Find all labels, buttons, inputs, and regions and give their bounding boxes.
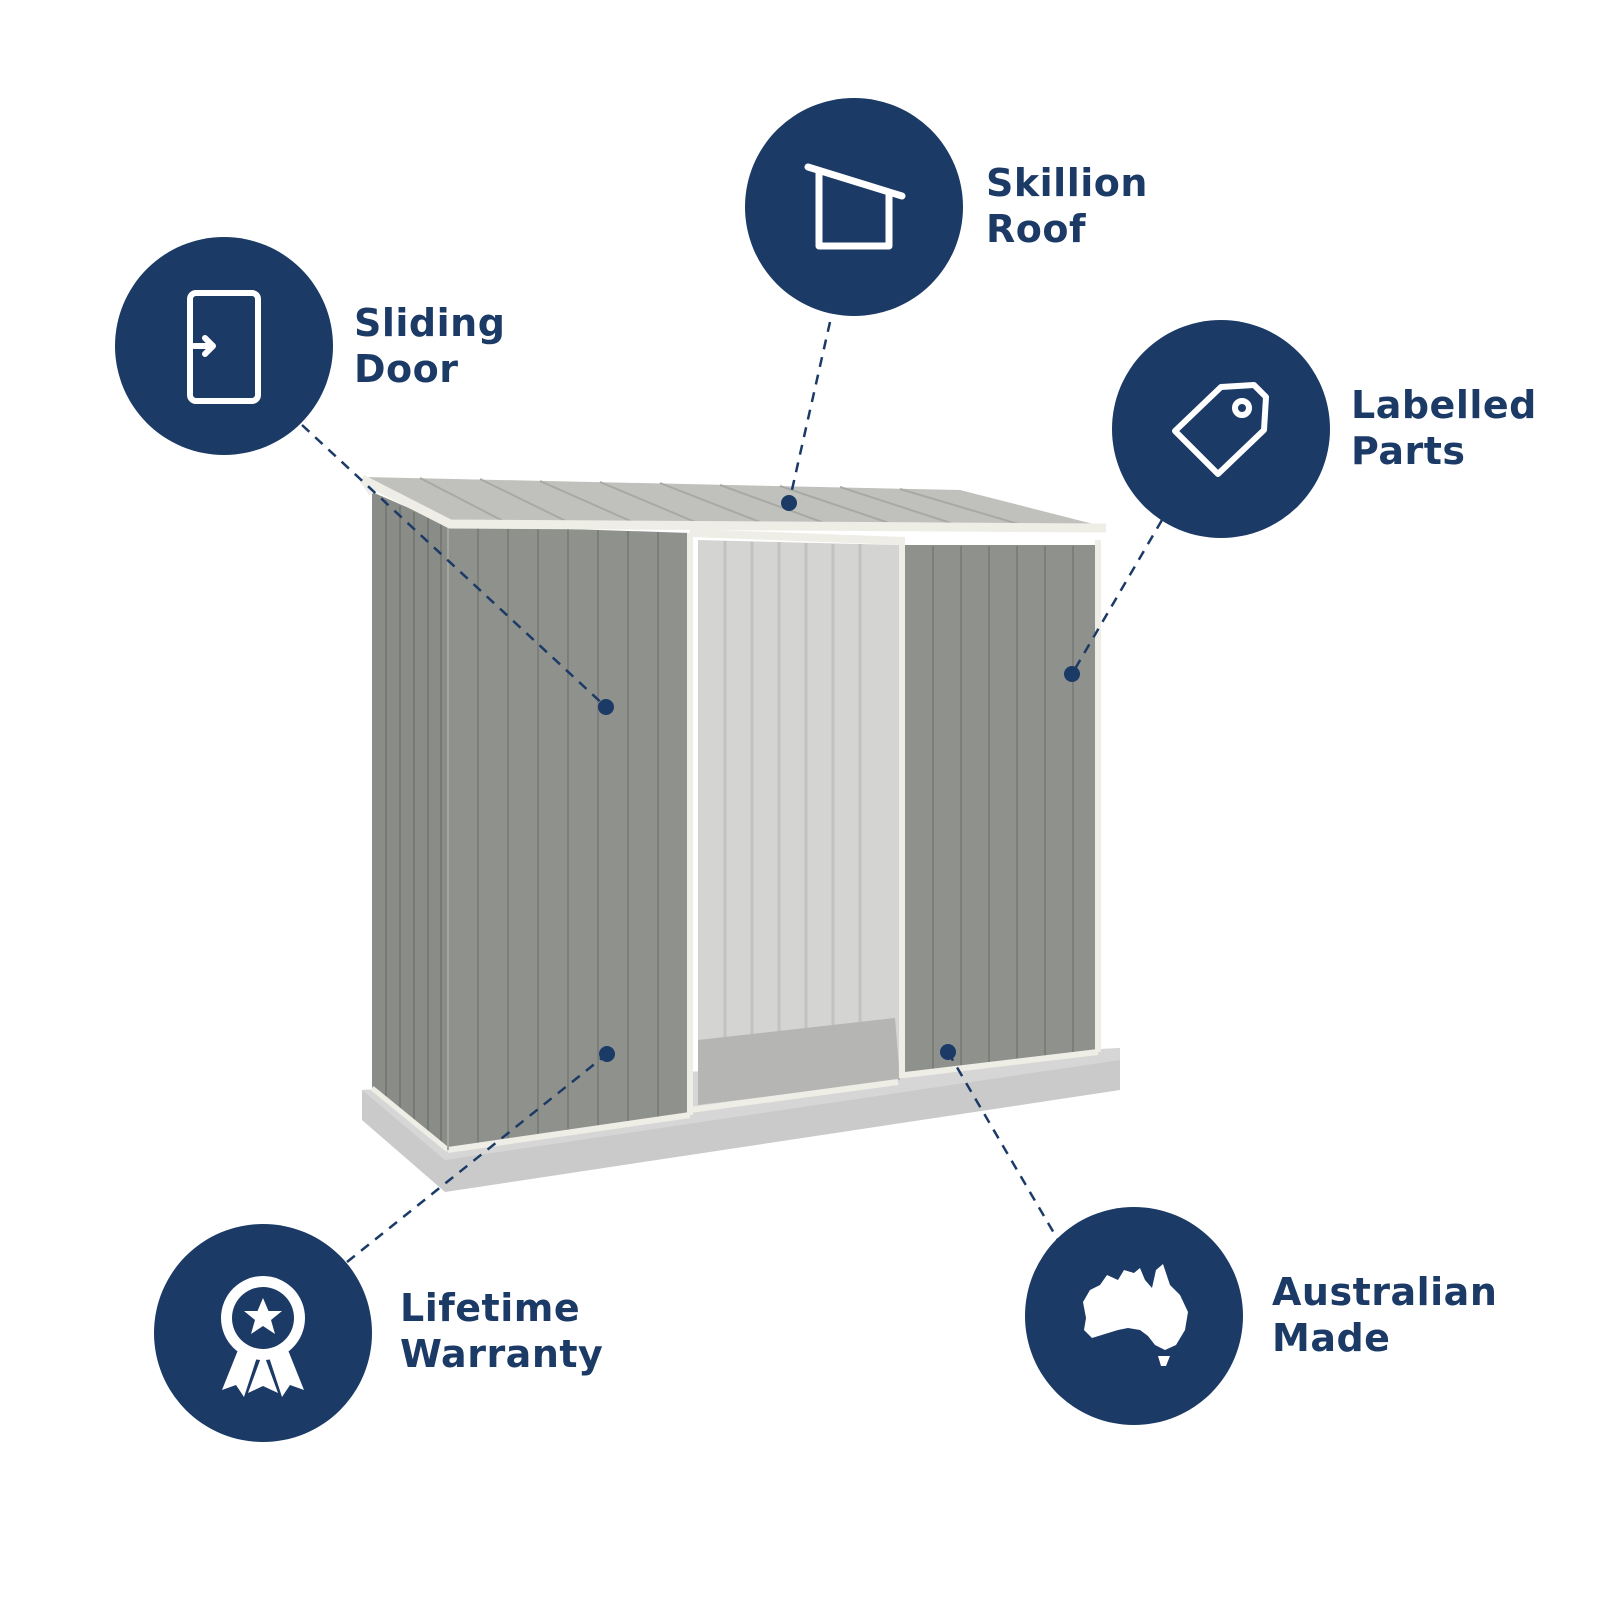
anchor-dot-labelled-parts	[1064, 666, 1080, 682]
sliding-door-label-line2: Door	[354, 347, 459, 391]
anchor-dot-sliding-door	[598, 699, 614, 715]
australia-map-icon	[1083, 1264, 1188, 1366]
labelled-parts-badge	[1112, 320, 1330, 538]
australian-made-label: Australian Made	[1272, 1269, 1497, 1361]
shed-floor	[698, 1018, 900, 1105]
callout-anchor-dots	[598, 495, 1080, 1062]
roof-front-trim	[359, 474, 1107, 533]
skillion-roof-label-line2: Roof	[986, 207, 1087, 251]
labelled-parts-label-line2: Parts	[1351, 429, 1466, 473]
skillion-roof-icon	[804, 163, 906, 250]
garden-shed-illustration	[359, 474, 1120, 1192]
shed-sliding-door-panel	[905, 545, 1098, 1075]
callout-leader-lines	[301, 321, 1164, 1263]
labelled-parts-label: Labelled Parts	[1351, 382, 1537, 474]
lifetime-warranty-label-line1: Lifetime	[400, 1286, 581, 1330]
leader-labelled-parts	[1070, 519, 1164, 675]
anchor-dot-lifetime-warranty	[599, 1046, 615, 1062]
skillion-roof-label-line1: Skillion	[986, 161, 1148, 205]
anchor-dot-australian-made	[940, 1044, 956, 1060]
lifetime-warranty-label-line2: Warranty	[400, 1332, 604, 1376]
anchor-dot-skillion-roof	[781, 495, 797, 511]
award-ribbon-icon	[221, 1276, 305, 1397]
shed-doorway-interior	[698, 540, 900, 1105]
leader-skillion-roof	[787, 321, 832, 504]
sliding-door-label-line1: Sliding	[354, 301, 506, 345]
door-icon	[187, 290, 261, 404]
skillion-roof-label: Skillion Roof	[986, 160, 1148, 252]
australian-made-label-line1: Australian	[1272, 1270, 1498, 1314]
australian-made-label-line2: Made	[1272, 1316, 1391, 1360]
australian-made-badge	[1025, 1207, 1243, 1425]
sliding-door-badge	[115, 237, 333, 455]
leader-australian-made	[946, 1051, 1060, 1241]
labelled-parts-label-line1: Labelled	[1351, 383, 1537, 427]
lifetime-warranty-label: Lifetime Warranty	[400, 1285, 603, 1377]
leader-sliding-door	[301, 424, 607, 708]
shed-skillion-roof	[362, 477, 1105, 527]
leader-lifetime-warranty	[346, 1053, 608, 1263]
lifetime-warranty-badge	[154, 1224, 372, 1442]
shed-side-wall	[372, 492, 448, 1150]
tag-icon	[1172, 382, 1269, 477]
skillion-roof-badge	[745, 98, 963, 316]
sliding-door-label: Sliding Door	[354, 300, 505, 392]
